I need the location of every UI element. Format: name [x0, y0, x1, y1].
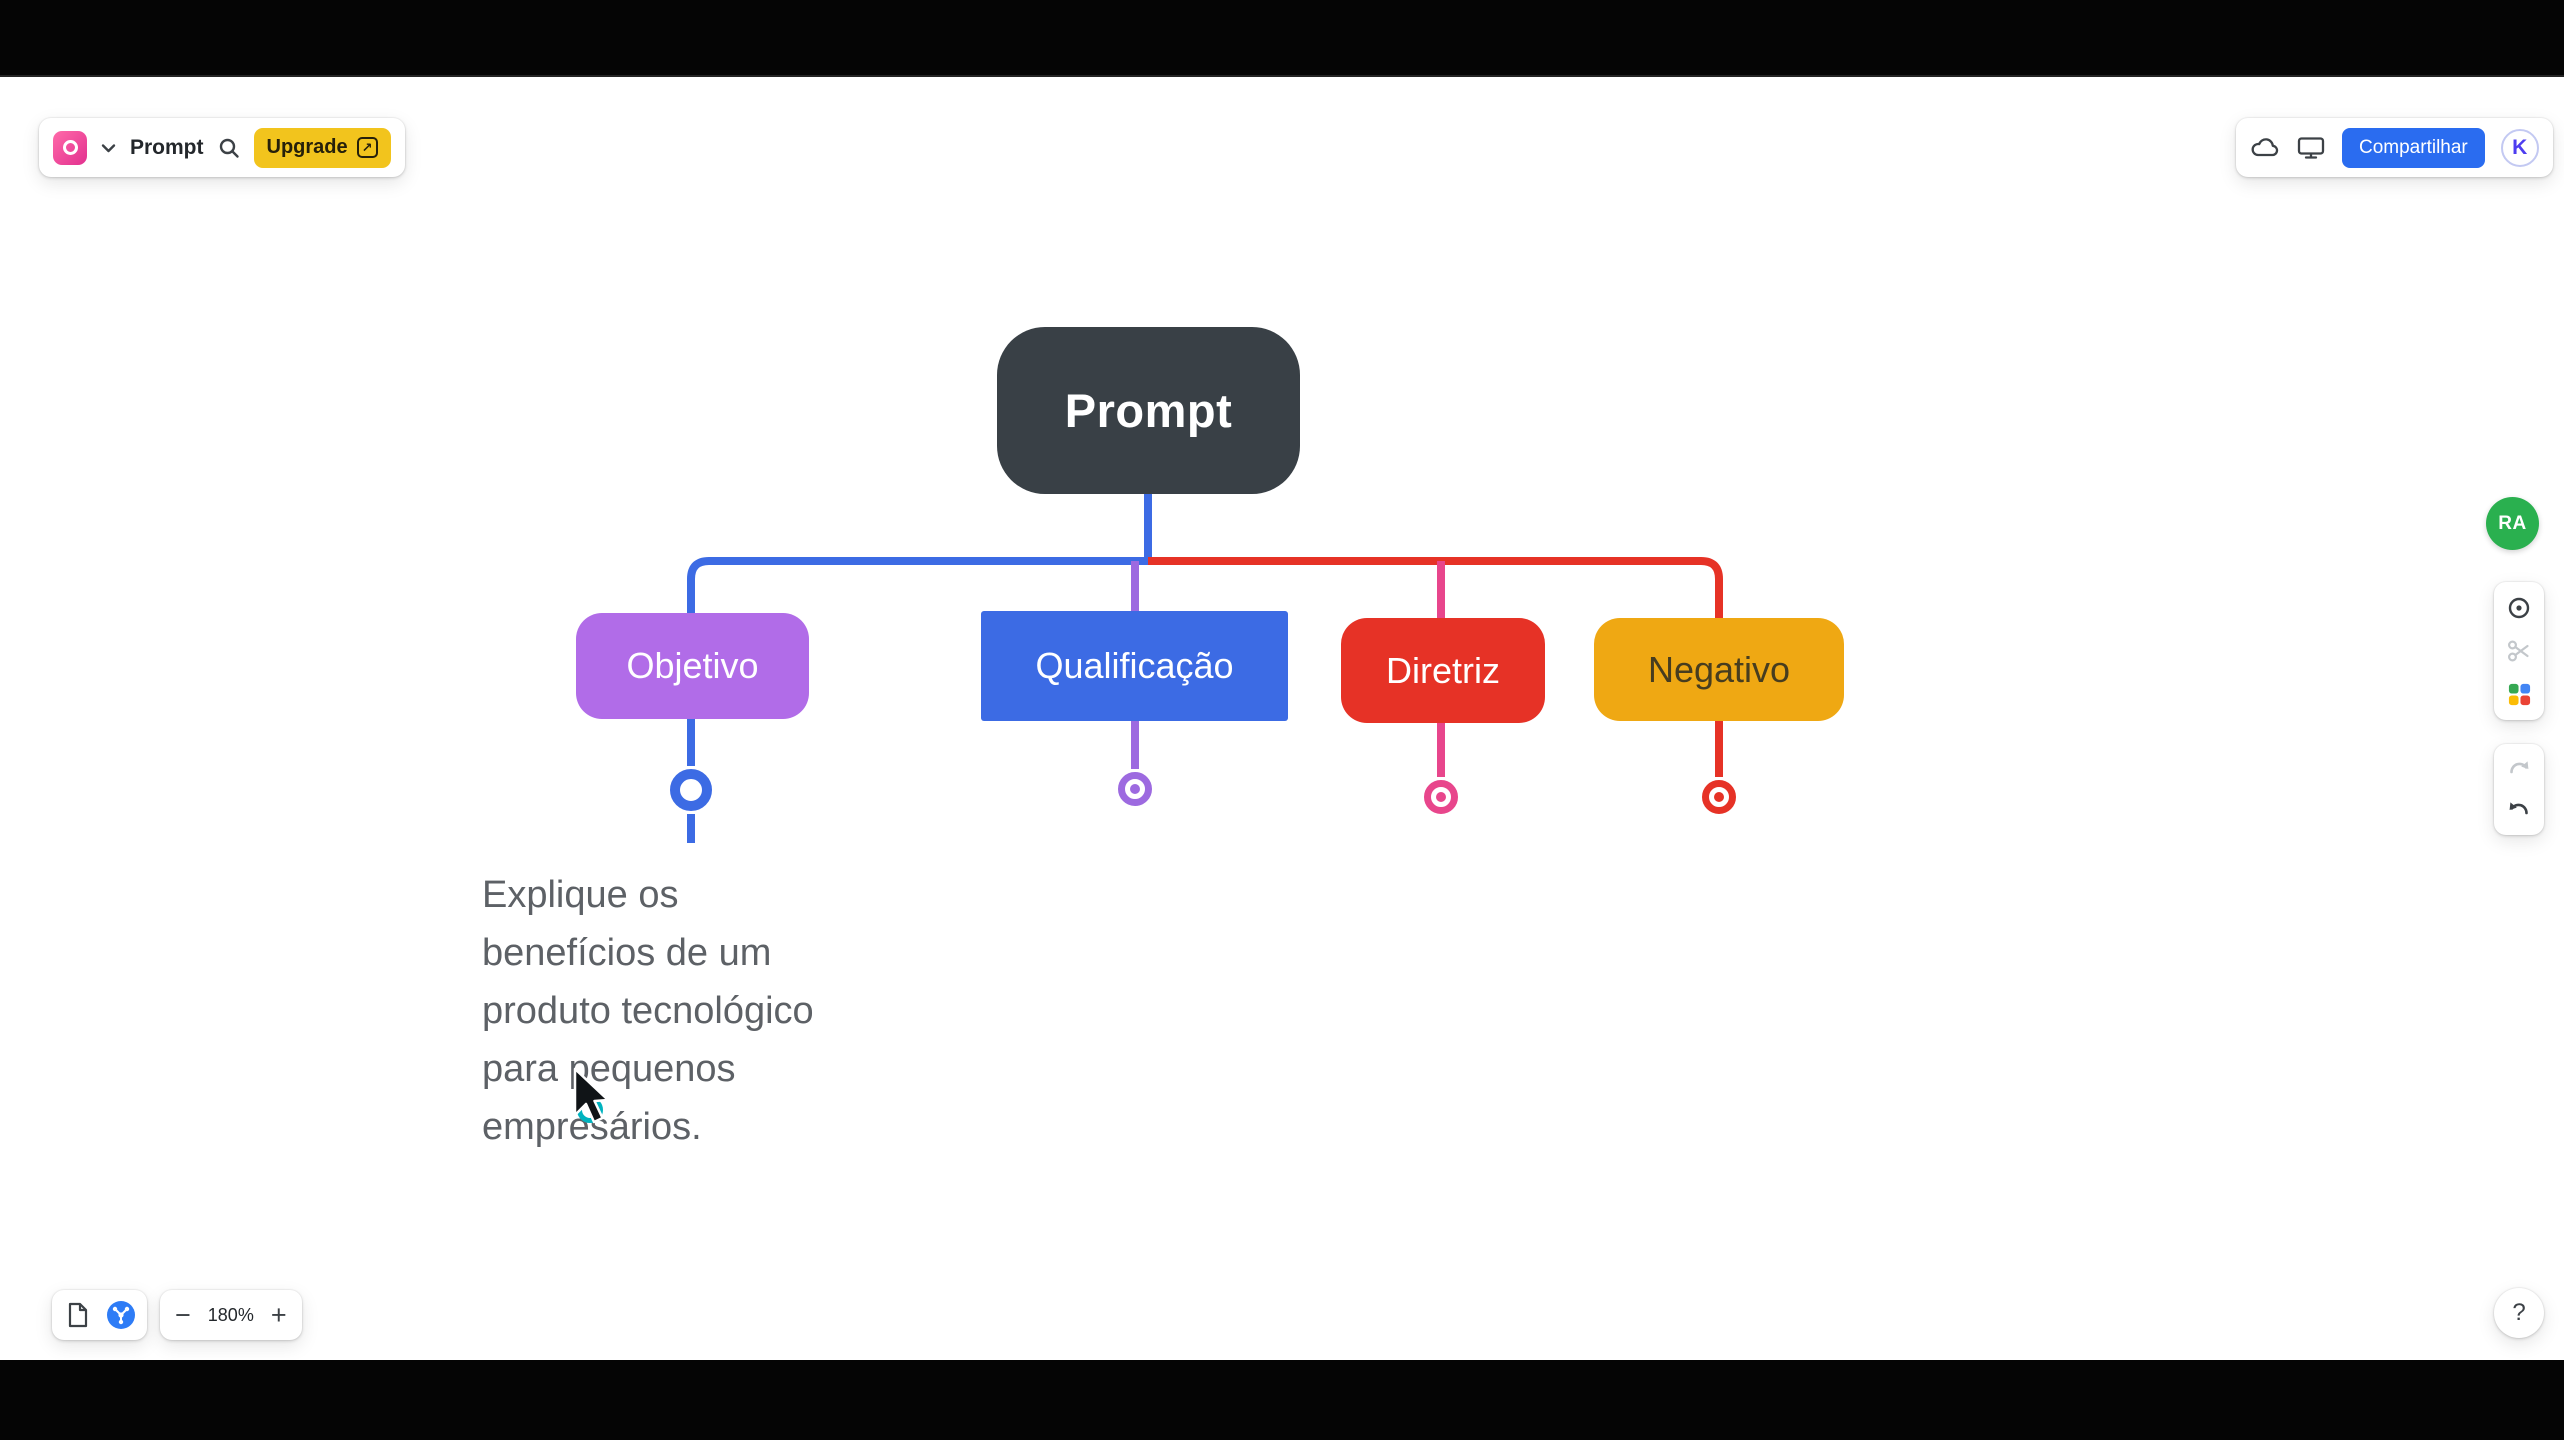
app-logo[interactable]	[53, 130, 87, 165]
help-button[interactable]: ?	[2494, 1288, 2544, 1338]
mindmap-node-qualificacao[interactable]: Qualificação	[981, 611, 1288, 721]
branch-objetivo	[687, 557, 1148, 616]
zoom-toolbar: − 180% +	[160, 1290, 302, 1340]
document-view-icon[interactable]	[63, 1301, 93, 1329]
app-logo-mark	[62, 140, 78, 155]
scissors-icon[interactable]	[2504, 637, 2534, 665]
mindmap-node-objetivo[interactable]: Objetivo	[576, 613, 809, 719]
share-toolbar: Compartilhar K	[2236, 118, 2553, 177]
mindmap-node-diretriz[interactable]: Diretriz	[1341, 618, 1545, 723]
collapse-toggle-objetivo[interactable]	[670, 769, 712, 811]
chevron-down-icon[interactable]	[100, 134, 117, 162]
target-icon[interactable]	[2504, 594, 2534, 622]
mindmap-node-root[interactable]: Prompt	[997, 327, 1300, 494]
collapse-toggle-negativo-dot	[1714, 792, 1724, 802]
upgrade-button[interactable]: Upgrade ↗	[253, 127, 391, 168]
mindmap-note-text[interactable]: Explique os benefícios de um produto tec…	[482, 874, 814, 1148]
letterbox-top	[0, 0, 2564, 77]
document-toolbar: Prompt Upgrade ↗	[39, 118, 405, 177]
upgrade-label: Upgrade	[266, 136, 348, 158]
cloud-sync-icon[interactable]	[2250, 134, 2280, 162]
account-avatar[interactable]: K	[2500, 128, 2539, 167]
brand-logo-badge[interactable]: RA	[2486, 497, 2539, 550]
document-title[interactable]: Prompt	[130, 135, 204, 159]
zoom-level: 180%	[207, 1304, 254, 1325]
collapse-toggle-qualificacao-dot	[1130, 784, 1140, 794]
redo-icon[interactable]	[2504, 755, 2534, 783]
external-link-arrow-icon: ↗	[356, 137, 378, 158]
undo-icon[interactable]	[2504, 796, 2534, 824]
zoom-in-button[interactable]: +	[270, 1299, 287, 1330]
share-button[interactable]: Compartilhar	[2342, 127, 2485, 168]
search-icon[interactable]	[217, 134, 241, 162]
mindmap-view-icon[interactable]	[106, 1301, 136, 1329]
letterbox-bottom	[0, 1360, 2564, 1440]
side-toolbar-history	[2494, 744, 2544, 835]
collapse-toggle-diretriz-dot	[1436, 792, 1446, 802]
mindmap-node-negativo[interactable]: Negativo	[1594, 618, 1844, 721]
view-mode-toolbar	[52, 1290, 147, 1340]
branch-negativo	[1148, 557, 1723, 621]
side-toolbar-main	[2494, 582, 2544, 720]
zoom-out-button[interactable]: −	[175, 1299, 191, 1330]
present-monitor-icon[interactable]	[2296, 134, 2326, 162]
plugins-puzzle-icon[interactable]	[2504, 680, 2534, 708]
